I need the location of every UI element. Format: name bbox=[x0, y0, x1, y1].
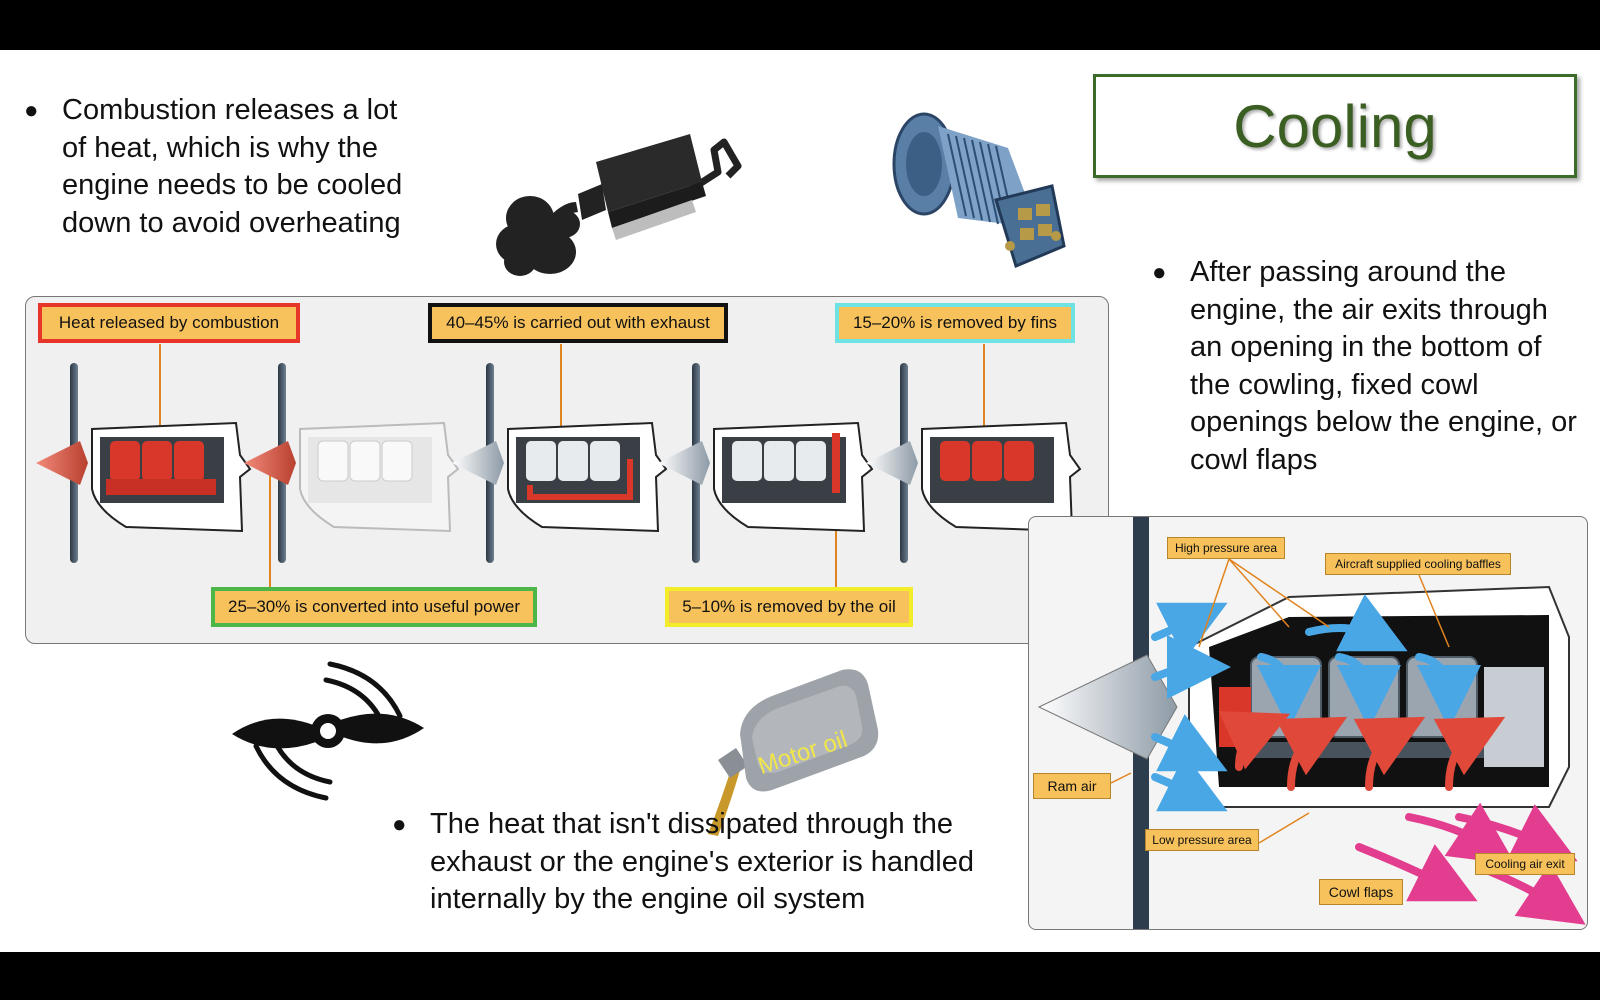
label-low-pressure: Low pressure area bbox=[1145, 829, 1259, 851]
label-oil: 5–10% is removed by the oil bbox=[665, 587, 913, 627]
exhaust-smoke bbox=[496, 196, 580, 276]
letterbox-bottom bbox=[0, 952, 1600, 1000]
label-cooling-air-exit: Cooling air exit bbox=[1475, 853, 1575, 875]
letterbox-top bbox=[0, 0, 1600, 50]
label-heat-combustion: Heat released by combustion bbox=[38, 303, 300, 343]
label-cowl-flaps: Cowl flaps bbox=[1319, 879, 1403, 905]
bullet-combustion: ● Combustion releases a lot of heat, whi… bbox=[24, 92, 422, 242]
label-useful-power: 25–30% is converted into useful power bbox=[211, 587, 537, 627]
engine-illustration bbox=[866, 363, 1082, 563]
bullet-air-exit: ● After passing around the engine, the a… bbox=[1152, 254, 1582, 479]
cylinder-bolts bbox=[1005, 204, 1061, 251]
propeller-icon bbox=[232, 661, 424, 801]
label-cooling-baffles: Aircraft supplied cooling baffles bbox=[1325, 553, 1511, 575]
bullet-marker: ● bbox=[392, 811, 407, 838]
bullet-combustion-text: Combustion releases a lot of heat, which… bbox=[62, 94, 403, 239]
slide: ● Combustion releases a lot of heat, whi… bbox=[0, 50, 1600, 952]
cutaway-leader-lines bbox=[1110, 558, 1450, 844]
bullet-air-exit-text: After passing around the engine, the air… bbox=[1190, 256, 1577, 476]
muffler-pipe bbox=[578, 134, 742, 240]
label-ram-air: Ram air bbox=[1033, 773, 1111, 799]
title-box: Cooling bbox=[1093, 74, 1577, 178]
bullet-marker: ● bbox=[1152, 259, 1167, 286]
bullet-marker: ● bbox=[24, 97, 39, 124]
cowling-cutaway-diagram: High pressure area Aircraft supplied coo… bbox=[1028, 516, 1588, 930]
bullet-oil: ● The heat that isn't dissipated through… bbox=[392, 806, 1030, 919]
label-fins: 15–20% is removed by fins bbox=[835, 303, 1075, 343]
oil-bottle-icon: Motor oil bbox=[708, 669, 879, 836]
label-high-pressure: High pressure area bbox=[1167, 537, 1285, 559]
heat-distribution-diagram: Heat released by combustion 40–45% is ca… bbox=[25, 296, 1109, 644]
engine-illustration bbox=[658, 363, 874, 563]
engine-illustration bbox=[244, 363, 460, 563]
engine-illustration bbox=[452, 363, 668, 563]
engine-cylinder-icon bbox=[892, 112, 1066, 269]
label-exhaust: 40–45% is carried out with exhaust bbox=[428, 303, 728, 343]
muffler-icon bbox=[496, 134, 742, 276]
page-title: Cooling bbox=[1233, 92, 1437, 160]
bullet-oil-text: The heat that isn't dissipated through t… bbox=[430, 808, 974, 915]
engine-illustration bbox=[36, 363, 252, 563]
heat-diagram-drawings bbox=[36, 344, 1082, 587]
